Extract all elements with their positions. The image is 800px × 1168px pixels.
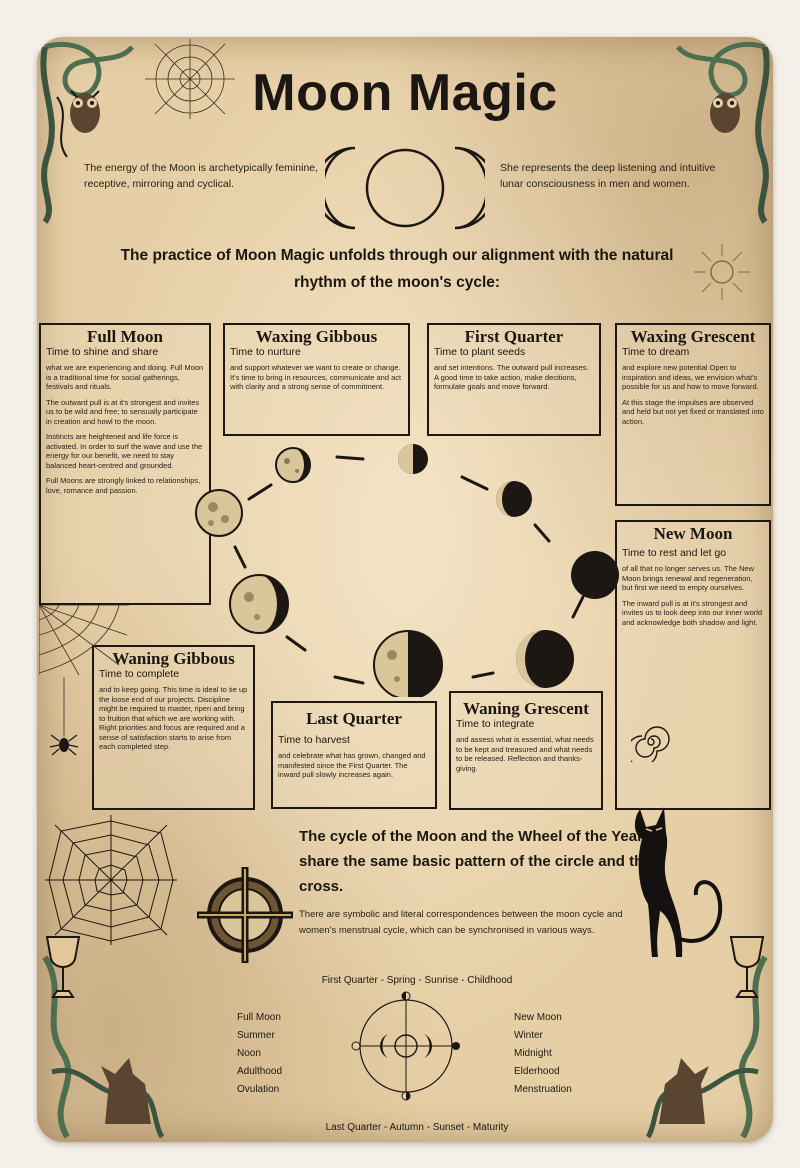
- phase-box-waxing-gibbous: Waxing Gibbous Time to nurture and suppo…: [223, 323, 410, 436]
- wheel-left-list: Full Moon Summer Noon Adulthood Ovulatio…: [237, 1009, 347, 1099]
- wheel-of-year-icon: [351, 991, 460, 1101]
- moon-waning-crescent: [516, 630, 574, 688]
- spider-web-icon: [45, 815, 177, 945]
- phase-box-waxing-crescent: Waxing Grescent Time to dream and explor…: [615, 323, 771, 506]
- correspondence-note: There are symbolic and literal correspon…: [299, 909, 623, 936]
- phase-title: First Quarter: [464, 327, 564, 346]
- black-cat-icon: [634, 807, 723, 957]
- wheel-right-item: Midnight: [514, 1048, 552, 1059]
- phase-text: Instincts are heightened and life force …: [46, 432, 203, 470]
- phase-text: Full Moons are strongly linked to relati…: [46, 476, 201, 495]
- phase-box-first-quarter: First Quarter Time to plant seeds and se…: [427, 323, 601, 436]
- sun-icon: [694, 244, 750, 300]
- phase-text: and to keep going. This time is ideal to…: [99, 685, 248, 751]
- phase-text: At this stage the impulses are observed …: [622, 397, 764, 426]
- phase-text: and assess what is essential, what needs…: [456, 735, 594, 773]
- phase-text: The outward pull is at it's strongest an…: [46, 397, 200, 426]
- phase-text: of all that no longer serves us. The New…: [622, 564, 755, 592]
- spiral-icon: [631, 726, 670, 762]
- page-title: Moon Magic: [252, 64, 558, 122]
- wheel-right-item: Menstruation: [514, 1084, 572, 1095]
- phase-text: and explore new potential Open to inspir…: [622, 363, 759, 391]
- chalice-icon: [729, 936, 765, 998]
- wheel-left-item: Ovulation: [237, 1084, 280, 1095]
- moon-new: [571, 551, 619, 599]
- phase-subtitle: Time to harvest: [278, 734, 350, 746]
- wheel-left-item: Noon: [237, 1048, 261, 1059]
- phase-text: and celebrate what has grown, changed an…: [278, 751, 426, 779]
- moon-first-quarter: [398, 444, 428, 474]
- phase-box-waning-crescent: Waning Grescent Time to integrate and as…: [449, 691, 603, 810]
- phase-subtitle: Time to plant seeds: [434, 346, 526, 358]
- solar-cross-icon: [197, 867, 293, 963]
- wheel-right-list: New Moon Winter Midnight Elderhood Menst…: [514, 1009, 634, 1099]
- celtic-knot-corner-top-right: [676, 41, 770, 224]
- triple-moon-icon: [325, 146, 485, 230]
- phase-title: Waxing Gibbous: [255, 327, 378, 346]
- phase-text: and set intentions. The outward pull inc…: [434, 363, 589, 391]
- phase-text: what we are experiencing and doing. Full…: [46, 363, 204, 391]
- phase-text: and support whatever we want to create o…: [230, 363, 402, 391]
- phase-text: The inward pull is at it's strongest and…: [622, 598, 763, 627]
- practice-statement: The practice of Moon Magic unfolds throu…: [120, 247, 674, 291]
- wheel-bottom-label: Last Quarter - Autumn - Sunset - Maturit…: [325, 1122, 509, 1133]
- moon-waxing-gibbous: [275, 447, 311, 483]
- moon-waxing-crescent: [496, 481, 532, 517]
- moon-waning-gibbous: [229, 574, 289, 634]
- intro-left: The energy of the Moon is archetypically…: [84, 162, 319, 190]
- moon-last-quarter: [373, 630, 443, 697]
- moon-full: [195, 489, 243, 537]
- phase-title: New Moon: [653, 524, 733, 543]
- wheel-left-item: Full Moon: [237, 1012, 281, 1023]
- wolf-icon: [659, 1058, 709, 1124]
- phase-title: Waning Grescent: [463, 699, 589, 718]
- phase-box-new-moon: New Moon Time to rest and let go of all …: [615, 520, 771, 810]
- wheel-top-label: First Quarter - Spring - Sunrise - Child…: [321, 975, 513, 986]
- phase-subtitle: Time to dream: [622, 346, 690, 358]
- cycle-statement: The cycle of the Moon and the Wheel of t…: [299, 828, 652, 895]
- phase-subtitle: Time to integrate: [456, 718, 535, 730]
- phase-subtitle: Time to nurture: [230, 346, 301, 358]
- phase-subtitle: Time to rest and let go: [622, 547, 727, 559]
- owl-icon: [710, 93, 740, 133]
- phase-subtitle: Time to complete: [99, 668, 180, 680]
- wolf-icon: [101, 1058, 151, 1124]
- phase-box-full-moon: Full Moon Time to shine and share what w…: [39, 323, 211, 605]
- phase-box-waning-gibbous: Waning Gibbous Time to complete and to k…: [92, 645, 255, 810]
- spider-web-icon: [145, 39, 235, 119]
- wheel-right-item: Winter: [514, 1030, 543, 1041]
- phase-title: Waning Gibbous: [112, 649, 235, 668]
- wheel-left-item: Adulthood: [237, 1066, 283, 1077]
- wheel-right-item: Elderhood: [514, 1066, 560, 1077]
- moon-phase-cycle: [195, 444, 619, 697]
- phase-title: Last Quarter: [306, 709, 402, 728]
- moon-magic-poster: Moon Magic The energy of the Moon is arc…: [37, 37, 773, 1142]
- intro-right: She represents the deep listening and in…: [500, 162, 716, 190]
- phase-title: Full Moon: [86, 327, 164, 346]
- wheel-left-item: Summer: [237, 1030, 275, 1041]
- owl-icon: [70, 90, 100, 133]
- chalice-icon: [45, 936, 81, 998]
- phase-subtitle: Time to shine and share: [46, 346, 159, 358]
- spider-icon: [49, 677, 79, 756]
- spider-web-icon: [39, 605, 129, 675]
- wheel-right-item: New Moon: [514, 1012, 562, 1023]
- phase-title: Waxing Grescent: [630, 327, 756, 346]
- phase-box-last-quarter: Last Quarter Time to harvest and celebra…: [271, 701, 437, 809]
